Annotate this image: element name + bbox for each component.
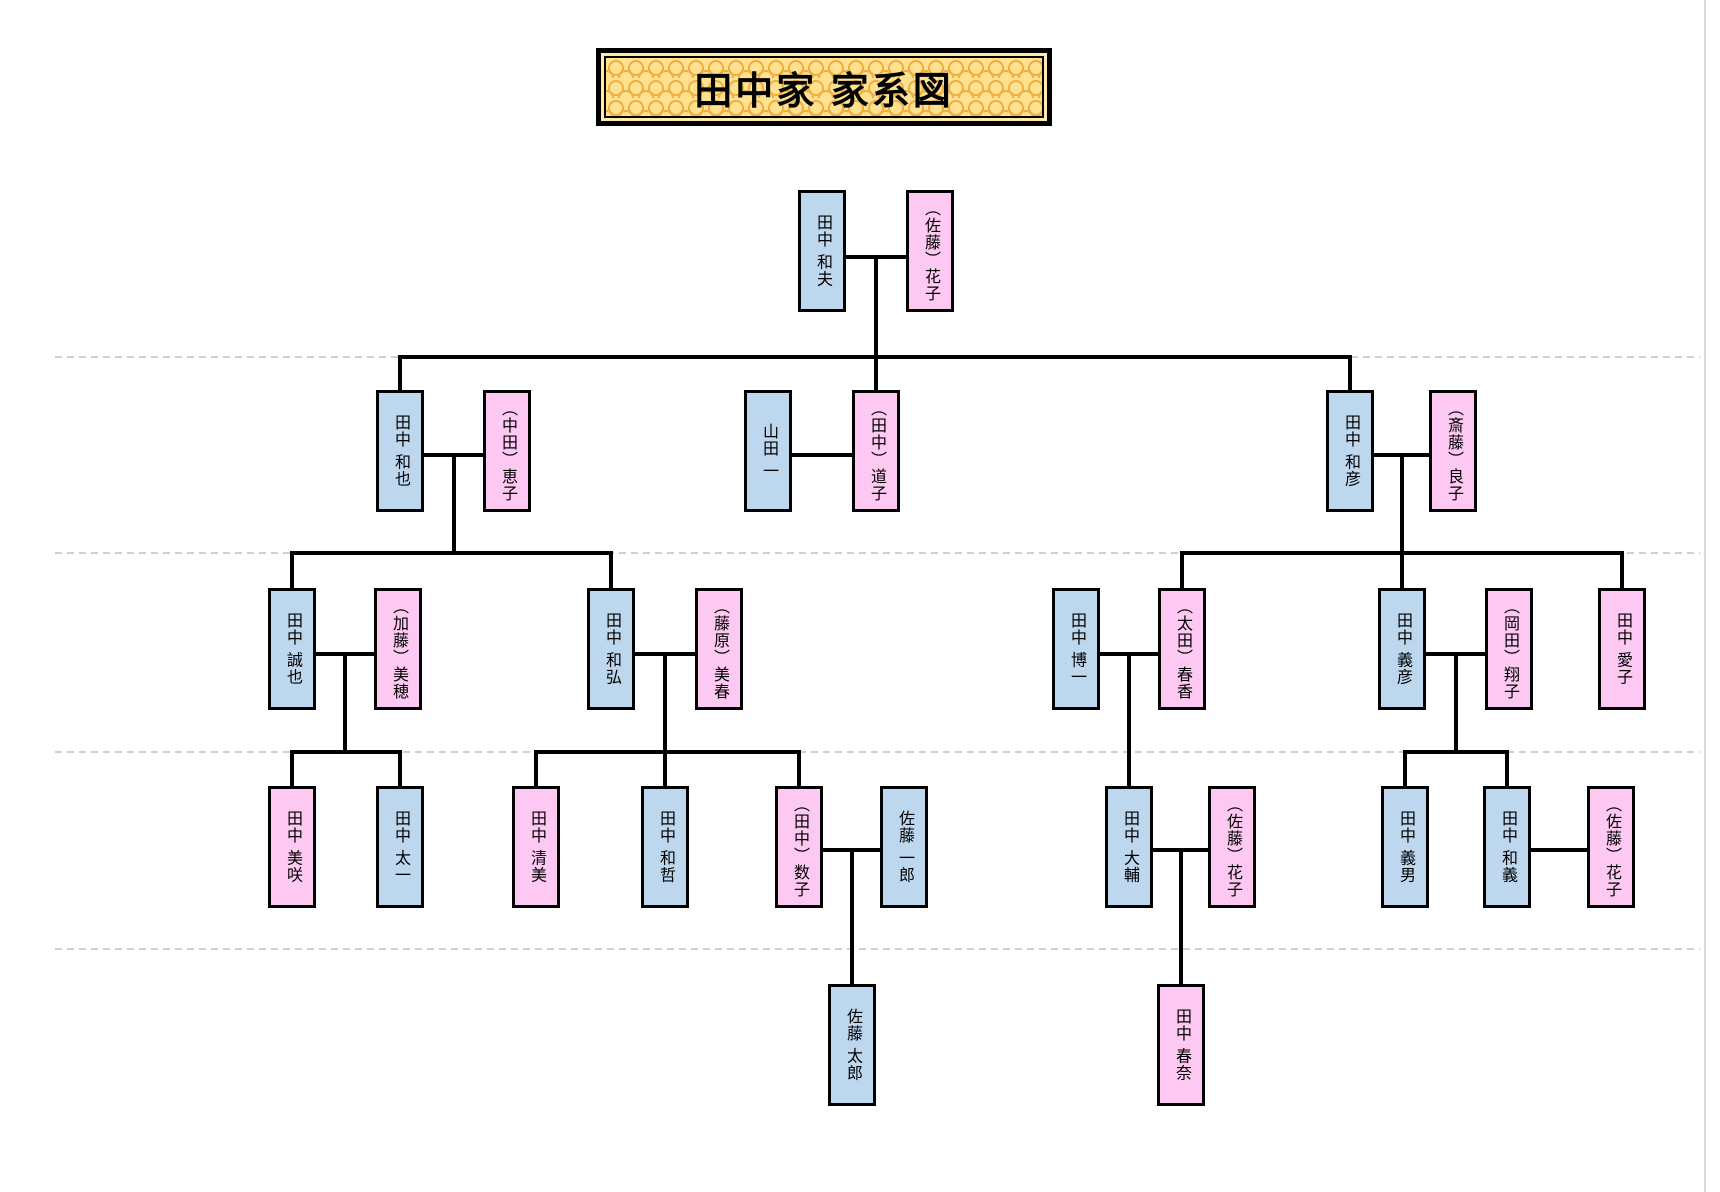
person-box[interactable]: 田中 清美 [512,786,560,908]
person-box[interactable]: 田中 義男 [1381,786,1429,908]
person-box[interactable]: 田中 和義 [1483,786,1531,908]
person-box[interactable]: 田中 太一 [376,786,424,908]
person-box[interactable]: （田中）数子 [775,786,823,908]
person-box[interactable]: 田中 和哲 [641,786,689,908]
person-box[interactable]: （太田）春香 [1158,588,1206,710]
person-box[interactable]: 田中 美咲 [268,786,316,908]
person-box[interactable]: （佐藤）花子 [906,190,954,312]
person-box[interactable]: （岡田）翔子 [1485,588,1533,710]
family-connectors [290,255,1624,986]
person-box[interactable]: 山田 一 [744,390,792,512]
person-box[interactable]: 田中 博一 [1052,588,1100,710]
person-box[interactable]: 田中 和弘 [587,588,635,710]
person-box[interactable]: 田中 誠也 [268,588,316,710]
person-box[interactable]: 田中 愛子 [1598,588,1646,710]
page-title: 田中家 家系図 [694,70,954,113]
person-box[interactable]: 田中 和夫 [798,190,846,312]
person-box[interactable]: 田中 春奈 [1157,984,1205,1106]
person-box[interactable]: 田中 大輔 [1105,786,1153,908]
person-box[interactable]: （佐藤）花子 [1208,786,1256,908]
person-box[interactable]: （加藤）美穂 [374,588,422,710]
person-box[interactable]: 田中 和彦 [1326,390,1374,512]
person-box[interactable]: （中田）恵子 [483,390,531,512]
title-banner-pattern: 田中家 家系図 [604,56,1044,118]
person-box[interactable]: （藤原）美春 [695,588,743,710]
person-box[interactable]: 佐藤 太郎 [828,984,876,1106]
title-banner: 田中家 家系図 [596,48,1052,126]
person-box[interactable]: 佐藤 一郎 [880,786,928,908]
person-box[interactable]: 田中 義彦 [1378,588,1426,710]
person-box[interactable]: （斎藤）良子 [1429,390,1477,512]
person-box[interactable]: （佐藤）花子 [1587,786,1635,908]
person-box[interactable]: 田中 和也 [376,390,424,512]
person-box[interactable]: （田中）道子 [852,390,900,512]
